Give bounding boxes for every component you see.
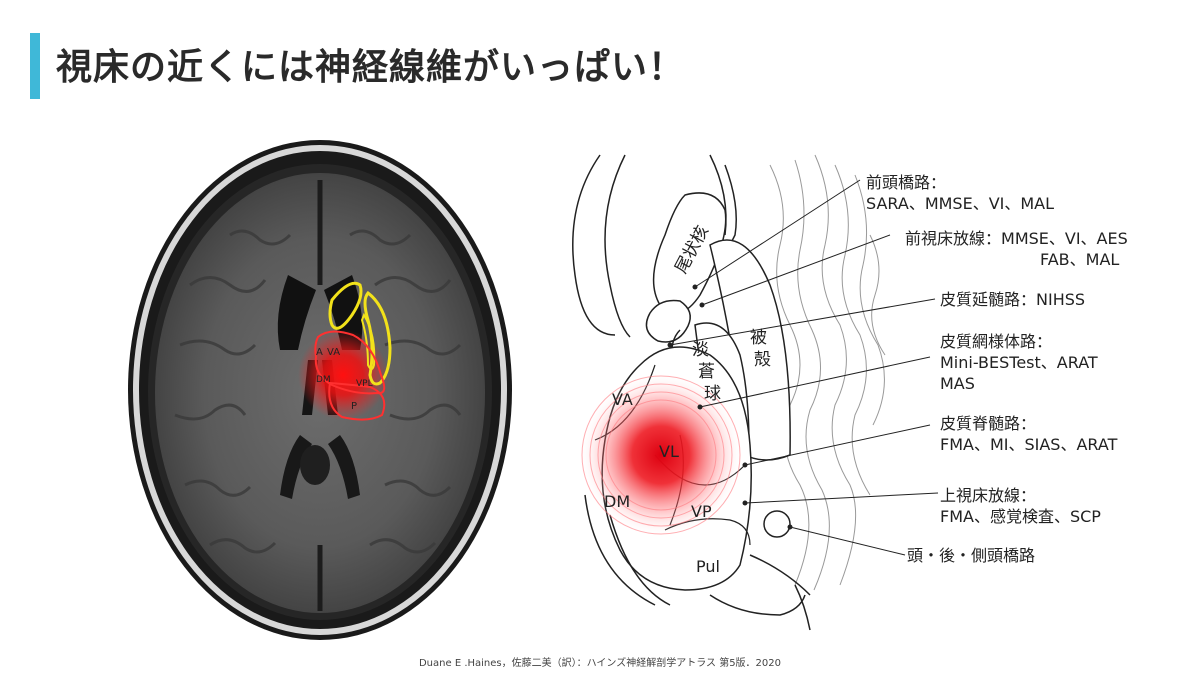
- tract-parieto-occipito-temporopontine: 頭・後・側頭橋路: [907, 545, 1035, 566]
- tract-corticospinal: 皮質脊髄路： FMA、MI、SIAS、ARAT: [940, 413, 1117, 455]
- svg-text:蒼: 蒼: [698, 362, 715, 382]
- svg-text:球: 球: [704, 384, 721, 404]
- diagram-lesion-glow: [579, 373, 743, 537]
- tract-name: 前頭橋路：: [866, 173, 947, 192]
- tract-tests: Mini-BESTest、ARAT: [940, 353, 1098, 372]
- label-putamen: 被 殻: [750, 328, 771, 370]
- tract-corticobulbar: 皮質延髄路：NIHSS: [940, 289, 1085, 310]
- mri-label-va: VA: [327, 347, 340, 358]
- title-accent-bar: [30, 33, 40, 99]
- mri-label-vpl: VPL: [356, 379, 373, 389]
- mri-label-p: P: [351, 401, 357, 412]
- label-pallidum: 淡 蒼 球: [692, 340, 721, 404]
- tract-name: 皮質網様体路：: [940, 332, 1053, 351]
- tract-tests-line2: FAB、MAL: [1040, 250, 1120, 269]
- thalamus-diagram: 尾状核 淡 蒼 球 被 殻 VA VL DM VP Pul: [572, 154, 939, 631]
- tract-anterior-thalamic-radiation: 前視床放線：MMSE、VI、AES FAB、MAL: [905, 228, 1128, 270]
- tract-name: 皮質脊髄路：: [940, 414, 1037, 433]
- tract-name: 頭・後・側頭橋路: [907, 546, 1036, 565]
- label-vl: VL: [659, 442, 679, 461]
- mri-caudate-outline: [328, 281, 363, 330]
- mri-lesion-glow: [298, 330, 388, 420]
- mri-label-dm: DM: [316, 375, 331, 385]
- svg-text:殻: 殻: [754, 350, 771, 370]
- tract-tests: SARA、MMSE、VI、MAL: [866, 194, 1055, 213]
- tract-tests: MMSE、VI、AES: [1001, 229, 1128, 248]
- tract-superior-thalamic-radiation: 上視床放線： FMA、感覚検査、SCP: [940, 485, 1101, 527]
- skull-bone: [133, 145, 507, 635]
- mri-brain-image: A VA DM VPL P: [120, 135, 520, 645]
- label-va: VA: [612, 390, 633, 409]
- tract-tests: NIHSS: [1036, 290, 1086, 309]
- tract-name: 前視床放線：: [905, 229, 1002, 248]
- tract-tests: FMA、感覚検査、SCP: [940, 507, 1101, 526]
- mri-thalamus-outline: [314, 330, 386, 395]
- page-title: 視床の近くには神経線維がいっぱい！: [56, 47, 686, 88]
- svg-text:淡: 淡: [692, 340, 709, 360]
- tract-tests: FMA、MI、SIAS、ARAT: [940, 435, 1118, 454]
- label-pul: Pul: [696, 557, 720, 576]
- label-dm: DM: [604, 492, 630, 511]
- tract-name: 皮質延髄路：: [940, 290, 1037, 309]
- mri-label-a: A: [316, 347, 323, 358]
- tract-name: 上視床放線：: [940, 486, 1037, 505]
- mri-putamen-outline: [363, 290, 392, 386]
- label-vp: VP: [691, 502, 712, 521]
- tract-corticoreticular: 皮質網様体路： Mini-BESTest、ARAT MAS: [940, 331, 1098, 394]
- mri-pulvinar-outline: [328, 381, 386, 421]
- citation: Duane E .Haines，佐藤二美（訳）：ハインズ神経解剖学アトラス 第5…: [418, 658, 782, 669]
- tract-frontopontine: 前頭橋路： SARA、MMSE、VI、MAL: [866, 172, 1054, 214]
- tract-tests-line2: MAS: [940, 374, 975, 393]
- small-nucleus: [763, 510, 791, 538]
- svg-text:被: 被: [750, 328, 767, 348]
